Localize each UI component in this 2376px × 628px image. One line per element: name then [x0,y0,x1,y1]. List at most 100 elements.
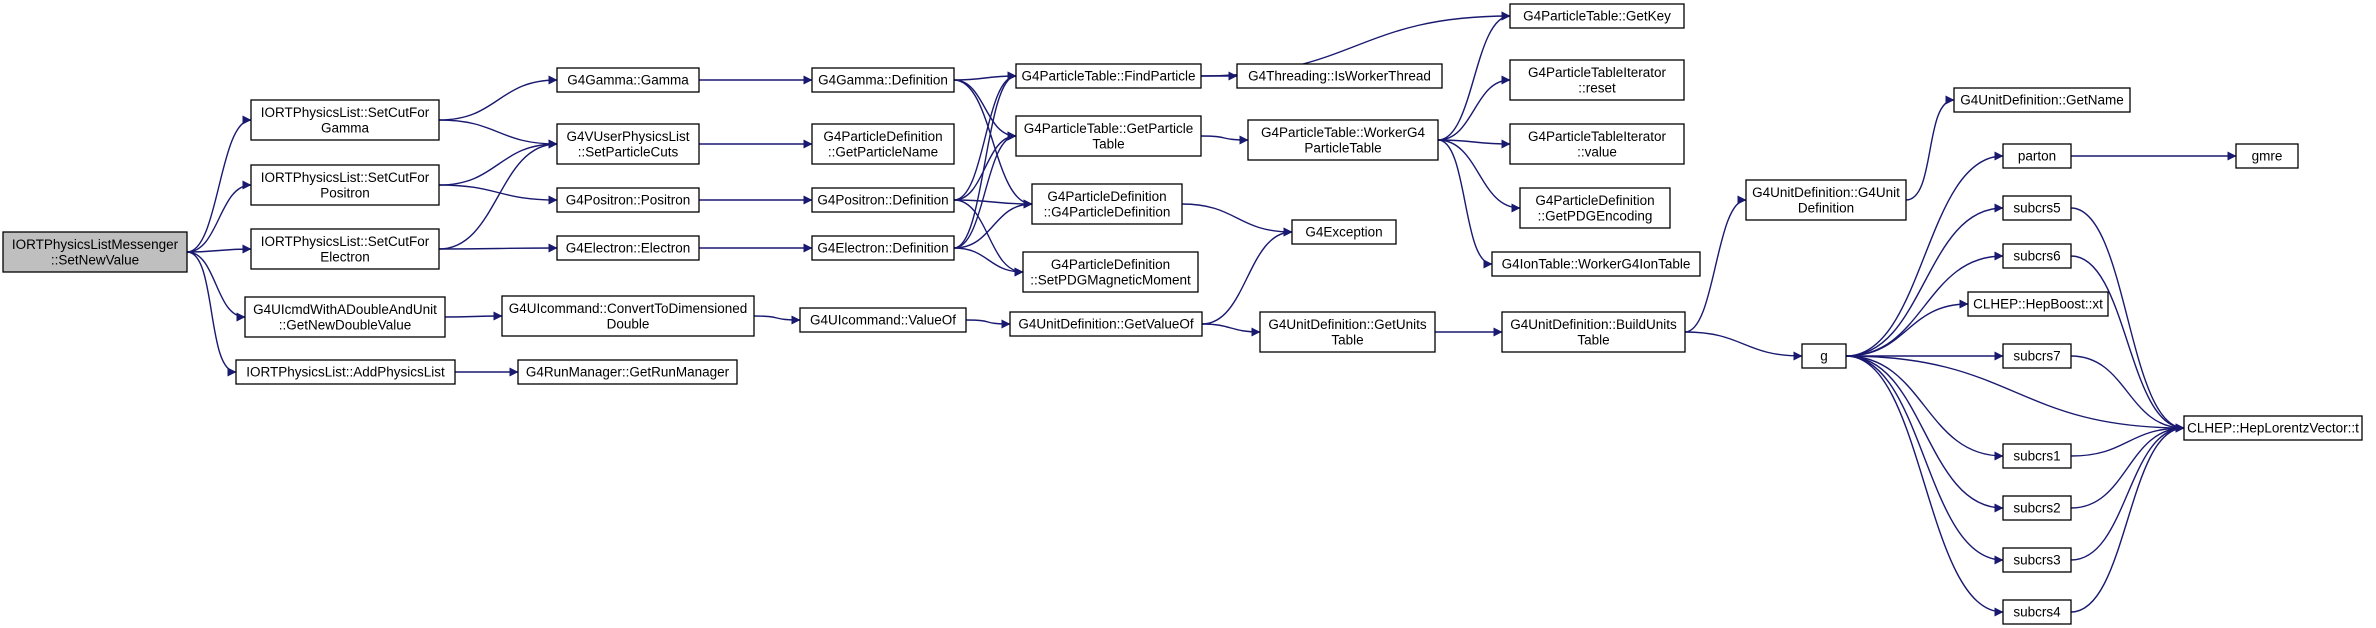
node-g4particletableiterator-reset[interactable]: G4ParticleTableIterator::reset [1509,59,1685,101]
node-label: G4UnitDefinition::GetName [1960,93,2124,108]
node-subcrs6[interactable]: subcrs6 [2002,243,2072,269]
node-g4particletableiterator-value[interactable]: G4ParticleTableIterator::value [1509,123,1685,165]
node-label: G4ParticleTable::FindParticle [1021,69,1195,84]
node-label: G4UIcommand::ValueOf [810,313,956,328]
node-g4particledefinition-setpdgmagneticmoment[interactable]: G4ParticleDefinition::SetPDGMagneticMome… [1022,251,1199,293]
node-g4uicmdwithadoubleandunit-getnewdoublevalue[interactable]: G4UIcmdWithADoubleAndUnit::GetNewDoubleV… [244,296,446,338]
edge-n33-to-n36 [1845,203,2004,357]
edge-n3-to-n7 [438,139,558,250]
edge-n31-to-n33 [1684,331,1803,361]
node-iortphysicslistmessenger-setnewvalue[interactable]: IORTPhysicsListMessenger::SetNewValue [2,231,188,273]
node-label: ::SetNewValue [51,252,139,267]
edge-n10-to-n16 [753,315,801,325]
node-g4iontable-workerg4iontable[interactable]: G4IonTable::WorkerG4IonTable [1491,251,1701,277]
node-label: IORTPhysicsList::SetCutFor [261,105,430,120]
node-g4vuserphysicslist-setparticlecuts[interactable]: G4VUserPhysicsList::SetParticleCuts [556,123,700,165]
node-parton[interactable]: parton [2002,143,2072,169]
node-label: G4ParticleTableIterator [1528,129,1667,144]
node-box [2002,443,2072,469]
node-g4threading-isworkerthread[interactable]: G4Threading::IsWorkerThread [1236,63,1443,89]
node-label: G4Exception [1305,225,1382,240]
node-g4particledefinition-getpdgencoding[interactable]: G4ParticleDefinition::GetPDGEncoding [1519,187,1671,229]
node-g4runmanager-getrunmanager[interactable]: G4RunManager::GetRunManager [517,359,738,385]
node-box [2002,495,2072,521]
node-g4particledefinition-g4particledefinition[interactable]: G4ParticleDefinition::G4ParticleDefiniti… [1031,183,1183,225]
edge-n14-to-n18 [953,131,1017,201]
node-subcrs4[interactable]: subcrs4 [2002,599,2072,625]
edge-n40-to-n45 [2070,423,2185,457]
edge-root-to-n4 [186,251,246,322]
node-g4positron-positron[interactable]: G4Positron::Positron [556,187,700,213]
node-clhep-hepboost-xt[interactable]: CLHEP::HepBoost::xt [1967,291,2109,317]
node-iortphysicslist-addphysicslist[interactable]: IORTPhysicsList::AddPhysicsList [235,359,456,385]
node-g4gamma-definition[interactable]: G4Gamma::Definition [811,67,955,93]
node-box [250,99,440,141]
edge-n14-to-n20 [953,199,1024,277]
node-box [811,187,955,213]
edge-n19-to-n24 [1181,203,1293,237]
node-subcrs5[interactable]: subcrs5 [2002,195,2072,221]
node-label: G4ParticleDefinition [1535,193,1654,208]
node-label: G4ParticleDefinition [1051,257,1170,272]
node-box [235,359,456,385]
node-g4positron-definition[interactable]: G4Positron::Definition [811,187,955,213]
node-g4exception[interactable]: G4Exception [1291,219,1397,245]
node-g4unitdefinition-getvalueof[interactable]: G4UnitDefinition::GetValueOf [1009,311,1203,337]
node-g[interactable]: g [1801,343,1847,369]
node-label: G4Electron::Electron [566,241,691,256]
node-label: G4RunManager::GetRunManager [526,365,730,380]
node-label: subcrs6 [2013,249,2060,264]
node-box [799,307,967,333]
node-g4unitdefinition-g4unit-definition[interactable]: G4UnitDefinition::G4UnitDefinition [1745,179,1907,221]
node-subcrs3[interactable]: subcrs3 [2002,547,2072,573]
edge-n2-to-n7 [438,139,558,186]
node-g4electron-electron[interactable]: G4Electron::Electron [556,235,700,261]
edge-n15-to-n18 [953,131,1017,249]
node-label: subcrs5 [2013,201,2060,216]
node-subcrs1[interactable]: subcrs1 [2002,443,2072,469]
edge-n15-to-n20 [953,247,1024,277]
edge-n36-to-n45 [2070,207,2185,433]
node-label: G4UIcmdWithADoubleAndUnit [253,302,437,317]
edge-n15-to-n17 [953,71,1017,249]
edge-n33-to-n41 [1845,355,2004,513]
node-subcrs2[interactable]: subcrs2 [2002,495,2072,521]
node-clhep-heplorentzvector-t[interactable]: CLHEP::HepLorentzVector::t [2183,415,2363,441]
node-label: G4ParticleTable::GetKey [1523,9,1671,24]
node-g4particledefinition-getparticlename[interactable]: G4ParticleDefinition::GetParticleName [811,123,955,165]
node-box [2002,195,2072,221]
node-gmre[interactable]: gmre [2235,143,2299,169]
node-subcrs7[interactable]: subcrs7 [2002,343,2072,369]
edge-n12-to-n19 [953,79,1033,209]
edge-n15-to-n19 [953,199,1033,249]
node-label: ::reset [1578,80,1616,95]
node-label: IORTPhysicsListMessenger [12,237,179,252]
edge-n1-to-n6 [438,75,558,121]
node-g4uicommand-valueof[interactable]: G4UIcommand::ValueOf [799,307,967,333]
node-g4particletable-findparticle[interactable]: G4ParticleTable::FindParticle [1015,63,1202,89]
node-label: subcrs1 [2013,449,2060,464]
node-label: G4Positron::Definition [817,193,948,208]
edge-n3-to-n9 [438,243,558,253]
edge-n33-to-n42 [1845,355,2004,565]
node-label: IORTPhysicsList::AddPhysicsList [246,365,445,380]
node-box [1291,219,1397,245]
node-g4electron-definition[interactable]: G4Electron::Definition [811,235,955,261]
node-g4unitdefinition-getname[interactable]: G4UnitDefinition::GetName [1953,87,2131,113]
edge-root-to-n3 [186,244,252,254]
node-g4particletable-getkey[interactable]: G4ParticleTable::GetKey [1509,3,1685,29]
node-box [1015,63,1202,89]
node-g4gamma-gamma[interactable]: G4Gamma::Gamma [556,67,700,93]
node-box [1015,115,1202,157]
node-box [1031,183,1183,225]
node-label: ::GetNewDoubleValue [279,317,412,332]
node-box [1509,123,1685,165]
